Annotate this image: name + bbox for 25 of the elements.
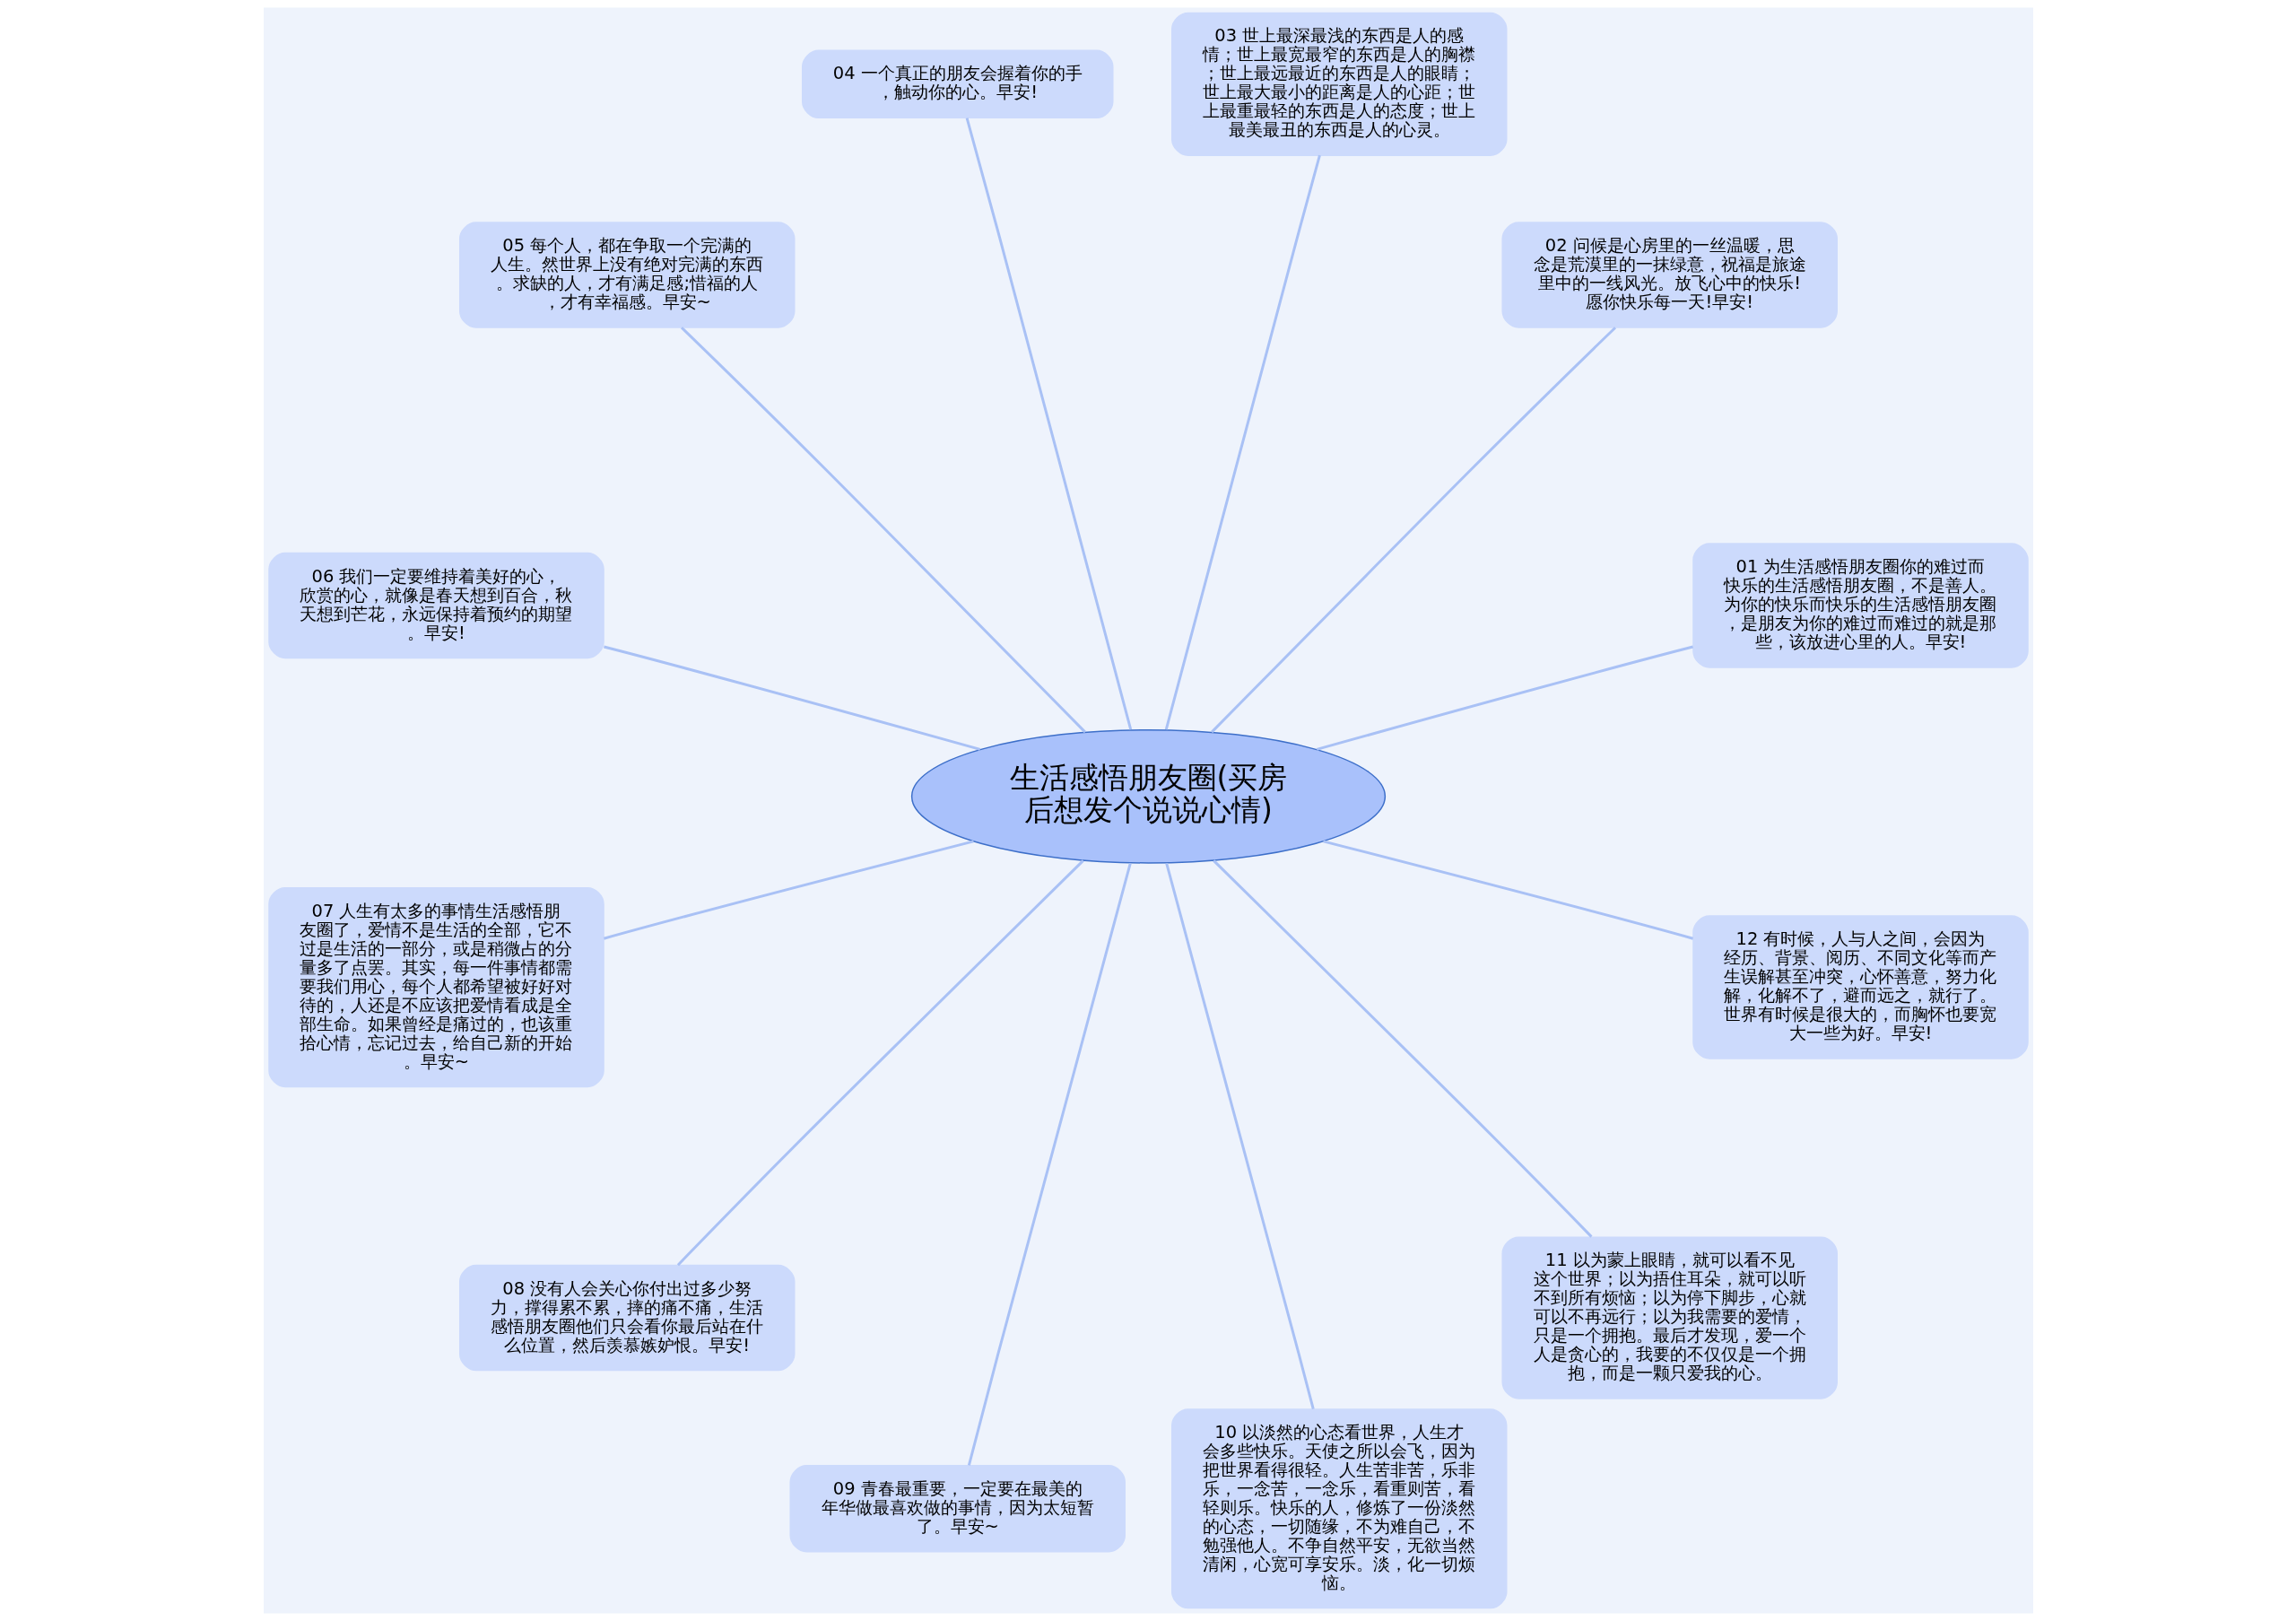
node-box: 02 问候是心房里的一丝温暖，思念是荒漠里的一抹绿意，祝福是旅途里中的一线风光。放飞心中的快乐!愿你快乐每一天!早安! [1500,222,1838,328]
connector [680,327,1086,734]
node-box: 11 以为蒙上眼睛，就可以看不见这个世界；以为捂住耳朵，就可以听不到所有烦恼；以为停下脚步，心就可以不再远行；以为我需要的爱情，只是一个拥抱。最后才发现，爱一个人是贪心的，我要的不仅仅是一个拥抱，而是一颗只爱我的心。 [1500,1236,1838,1399]
node-box: 07 人生有太多的事情生活感悟朋友圈了，爱情不是生活的全部，它不过是生活的一部分，或是稍微占的分量多了点罢。其实，每一件事情都需要我们用心，每个人都希望被好好对待的，人还是不应该把爱情看成是全部生命。如果曾经是痛过的，也该重拾心情，忘记过去，给自己新的开始。早安~ [267,886,604,1088]
connector [603,645,980,751]
node-box: 10 以淡然的心态看世界，人生才会多些快乐。天使之所以会飞，因为把世界看得很轻。人生苦非苦，乐非乐，一念苦，一念乐，看重则苦，看轻则乐。快乐的人，修炼了一份淡然的心态，一切随缘，不为难自己，不勉强他人。不争自然平安，无欲当然清闲，心宽可享安乐。淡，化一切烦恼。 [1170,1408,1507,1609]
connector [1210,327,1616,734]
connector [1212,859,1592,1238]
node-box: 03 世上最深最浅的东西是人的感情；世上最宽最窄的东西是人的胸襟；世上最远最近的东西是人的眼睛；世上最大最小的距离是人的心距；世上最重最轻的东西是人的态度；世上最美最丑的东西是人的心灵。 [1170,12,1507,156]
node-box: 09 青春最重要，一定要在最美的年华做最喜欢做的事情，因为太短暂了。早安~ [789,1465,1126,1553]
connector [676,859,1084,1267]
connector [603,840,974,940]
connector [1164,862,1315,1410]
connector [1164,154,1321,730]
node-box: 06 我们一定要维持着美好的心，欣赏的心，就像是春天想到百合，秋天想到芒花，永远保持着预约的期望。早安! [267,552,604,659]
node-box: 08 没有人会关心你付出过多少努力，撑得累不累，摔的痛不痛，生活感悟朋友圈他们只会看你最后站在什么位置，然后羡慕嫉妒恨。早安! [458,1264,795,1372]
node-box: 12 有时候，人与人之间，会因为经历、背景、阅历、不同文化等而产生误解甚至冲突，心怀善意，努力化解，化解不了，避而远之，就行了。世界有时候是很大的，而胸怀也要宽大一些为好。早安! [1692,915,2029,1059]
node-box: 05 每个人，都在争取一个完满的人生。然世界上没有绝对完满的东西。求缺的人，才有满足感;惜福的人，才有幸福感。早安~ [458,222,795,328]
node-box: 01 为生活感悟朋友圈你的难过而快乐的生活感悟朋友圈，不是善人。为你的快乐而快乐的生活感悟朋友圈，是朋友为你的难过而难过的就是那些，该放进心里的人。早安! [1692,543,2029,668]
connector [967,862,1132,1466]
node-ellipse: 生活感悟朋友圈(买房后想发个说说心情) [910,728,1386,864]
node-box: 04 一个真正的朋友会握着你的手，触动你的心。早安! [801,49,1114,118]
connector [1322,840,1693,940]
connector [1316,645,1693,751]
connector [965,118,1132,730]
